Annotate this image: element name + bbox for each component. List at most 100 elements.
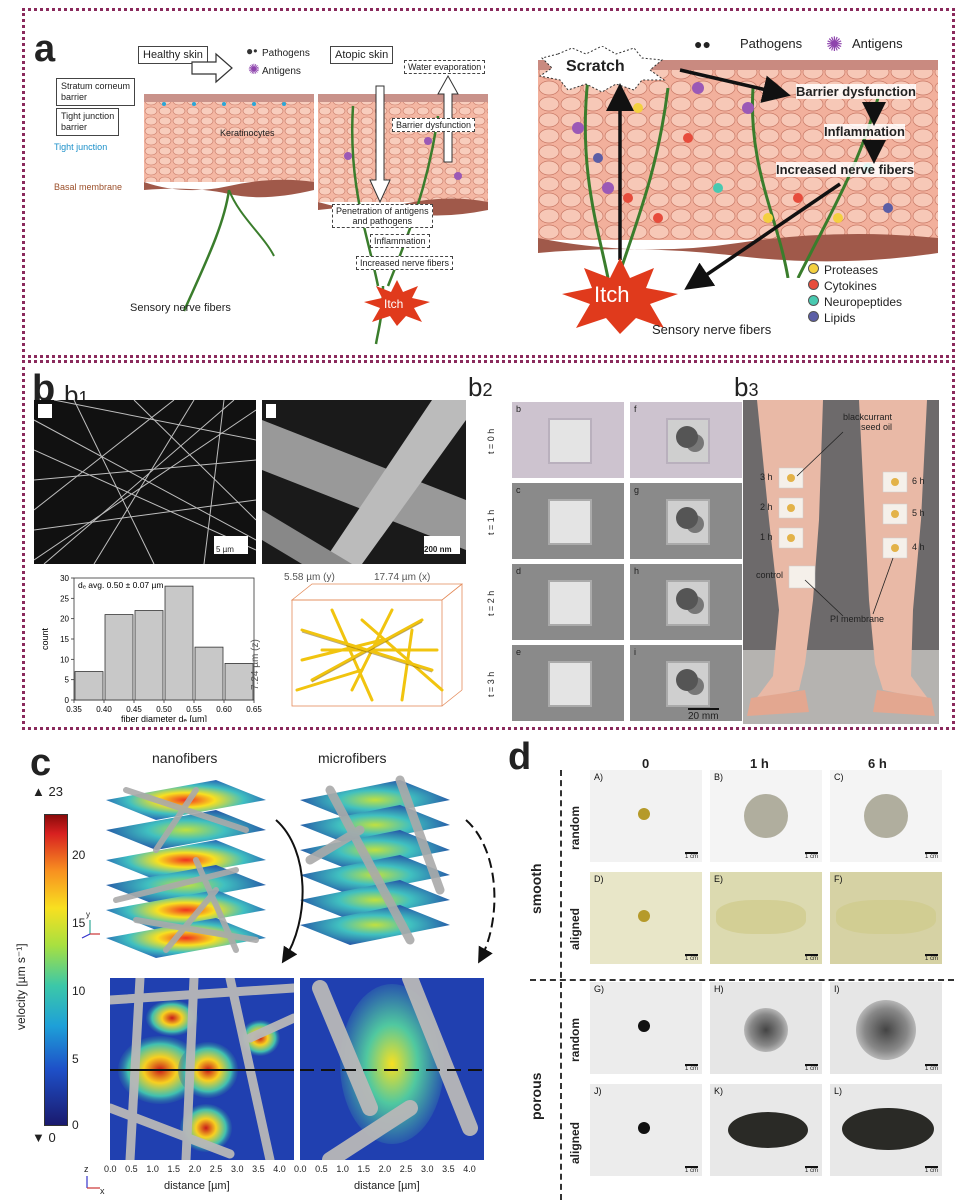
sensory-nerve-fibers-left-label: Sensory nerve fibers [130, 302, 231, 314]
b2-photo-cell: f [630, 402, 742, 478]
wetting-spot [744, 1008, 788, 1052]
legend-dot-icon [808, 279, 819, 290]
sensory-nerve-fibers-right-label: Sensory nerve fibers [652, 322, 772, 337]
panel-b-label: b [32, 368, 56, 410]
projection-arrows [275, 819, 496, 964]
d-photo-cell: A)1 cm [590, 770, 702, 862]
axis-triad-icon [81, 920, 100, 939]
b2-photo-cell: d [512, 564, 624, 640]
group-porous-label: porous [528, 1072, 544, 1120]
d-cell-letter: E) [714, 874, 723, 884]
c-x-tick-label: 0.0 [294, 1164, 307, 1174]
cbar-tick-10: 10 [72, 984, 86, 998]
d-cell-letter: H) [714, 984, 724, 994]
d-cell-letter: I) [834, 984, 840, 994]
d-scale-bar: 1 cm [924, 1064, 938, 1072]
d-cell-letter: F) [834, 874, 843, 884]
legend-dot-icon [808, 311, 819, 322]
healthy-skin-illustration [144, 94, 314, 312]
d-scale-bar: 1 cm [684, 1064, 698, 1072]
b2-cell-letter: d [516, 566, 522, 576]
antigens-icon: ✺ [248, 61, 260, 77]
c-x-tick-label: 2.5 [399, 1164, 413, 1174]
d-cell-letter: J) [594, 1086, 602, 1096]
membrane-with-drops [666, 661, 710, 707]
b3-time-1h: 1 h [760, 532, 773, 542]
d-scale-bar: 1 cm [924, 954, 938, 962]
membrane-square [548, 418, 592, 464]
microfibers-title: microfibers [318, 750, 387, 766]
d-photo-cell: K)1 cm [710, 1084, 822, 1176]
dims-y-label: 5.58 µm (y) [284, 572, 335, 583]
histogram-bar [134, 610, 164, 701]
d-photo-cell: G) 1 cm [590, 982, 702, 1074]
droplet-icon [676, 426, 698, 448]
c-x-tick-label: 2.5 [209, 1164, 223, 1174]
sem-scale-bar-1: 5 µm [216, 545, 234, 554]
water-evaporation-label: Water evaporation [404, 60, 486, 74]
y-tick-label: 25 [60, 594, 69, 603]
tight-junction-label: Tight junction [54, 142, 108, 152]
b2-photo-cell: i [630, 645, 742, 721]
c-x-tick-label: 2.0 [378, 1164, 392, 1174]
basal-membrane-label: Basal membrane [54, 182, 123, 192]
legend-dot-icon [808, 263, 819, 274]
c-x-tick-label: 1.0 [336, 1164, 349, 1174]
c-x-tick-label: 1.0 [146, 1164, 159, 1174]
b3-pi-membrane-label: PI membrane [830, 614, 885, 624]
b2-scale-bar: 20 mm [688, 708, 719, 722]
d-scale-bar: 1 cm [684, 852, 698, 860]
droplet-icon [676, 669, 698, 691]
wetting-spot [842, 1108, 934, 1150]
cbar-tick-0: 0 [72, 1118, 79, 1132]
c-x-tick-label: 1.5 [167, 1164, 180, 1174]
d-photo-cell: E)1 cm [710, 872, 822, 964]
right-pathogens-icon: ●● [694, 36, 711, 52]
cbar-tick-20: 20 [72, 848, 86, 862]
droplet-icon [676, 507, 698, 529]
row-random-2: random [568, 1017, 582, 1062]
b2-photo-cell: b [512, 402, 624, 478]
keratinocytes-label: Keratinocytes [220, 128, 275, 138]
b3-time-2h: 2 h [760, 502, 773, 512]
itch-small-icon [364, 280, 430, 326]
legend-item: Proteases [808, 262, 902, 278]
x-tick-label: 0.35 [66, 705, 82, 714]
membrane-square [548, 580, 592, 626]
col-6h-header: 6 h [868, 756, 887, 771]
feedback-arrows [606, 68, 886, 290]
wetting-spot [744, 794, 788, 838]
y-tick-label: 5 [65, 676, 70, 685]
healthy-skin-arrow-icon [191, 52, 233, 84]
d-photo-cell: C)1 cm [830, 770, 942, 862]
wetting-spot [638, 808, 650, 820]
itch-big-icon [562, 258, 678, 334]
nanofiber-stacked-slices [106, 780, 266, 958]
cbar-tick-5: 5 [72, 1052, 79, 1066]
d-cell-letter: G) [594, 984, 604, 994]
b2-cell-letter: i [634, 647, 636, 657]
b2-cell-letter: c [516, 485, 521, 495]
histogram-ylabel: count [40, 627, 50, 650]
d-scale-bar: 1 cm [804, 1064, 818, 1072]
wetting-spot [728, 1112, 808, 1148]
d-cell-letter: L) [834, 1086, 843, 1096]
increased-nerve-label: Increased nerve fibers [776, 162, 915, 177]
d-photo-cell: I) 1 cm [830, 982, 942, 1074]
inflammation-small-label: Inflammation [370, 234, 430, 248]
inflammation-label: Inflammation [824, 124, 905, 139]
wetting-spot [856, 1000, 916, 1060]
antigens-label: Antigens [262, 66, 301, 77]
d-cell-letter: C) [834, 772, 844, 782]
d-scale-bar: 1 cm [684, 954, 698, 962]
itch-small-label: Itch [384, 297, 404, 311]
barrier-dysfunction-label: Barrier dysfunction [796, 84, 916, 99]
histogram-bar [224, 663, 254, 701]
histogram-bar [74, 671, 104, 701]
b3-control-label: control [756, 570, 784, 580]
